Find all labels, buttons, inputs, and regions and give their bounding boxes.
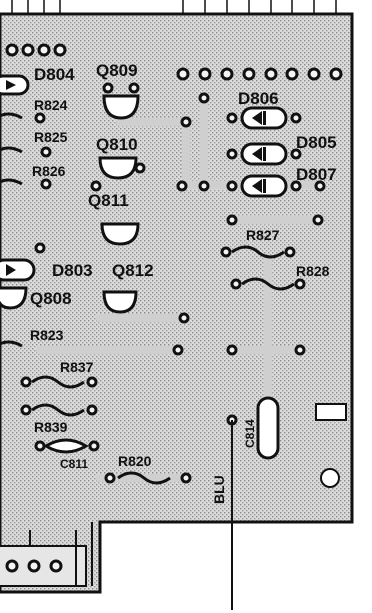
label-r824: R824: [34, 97, 68, 113]
label-c814: C814: [243, 419, 257, 448]
diode-d804-body: [0, 74, 30, 96]
label-d804: D804: [34, 65, 75, 84]
label-d806: D806: [238, 89, 279, 108]
label-r828: R828: [296, 263, 330, 279]
label-r823: R823: [30, 327, 64, 343]
label-d807: D807: [296, 165, 337, 184]
transistor-q809-body: [102, 82, 140, 120]
top-pad-row-right: [176, 67, 343, 81]
diode-d806-body: [226, 106, 302, 130]
capacitor-c814-body: [256, 396, 280, 460]
label-r839: R839: [34, 419, 68, 435]
transistor-q811-body: [100, 222, 140, 246]
label-blu: BLU: [211, 475, 227, 504]
bottom-connector: [0, 530, 87, 587]
label-q811: Q811: [88, 191, 129, 210]
diode-d805-body: [226, 142, 302, 166]
label-r820: R820: [118, 453, 152, 469]
capacitor-c811-body: [34, 438, 100, 454]
mounting-hole: [320, 468, 340, 488]
label-q808: Q808: [30, 289, 72, 308]
transistor-q810-body: [90, 156, 146, 192]
transistor-q812-body: [102, 290, 138, 314]
label-r825: R825: [34, 129, 68, 145]
label-q812: Q812: [112, 261, 154, 280]
label-r827: R827: [246, 227, 280, 243]
label-r826: R826: [32, 163, 66, 179]
resistor-r828-body: [230, 277, 306, 291]
label-d803: D803: [52, 261, 93, 280]
top-pad-row-left: [5, 43, 67, 57]
resistor-r827-body: [220, 245, 296, 259]
diode-d803-body: [0, 258, 36, 282]
label-q809: Q809: [96, 61, 138, 80]
board-slot: [315, 403, 347, 421]
top-connector-leads: [11, 0, 337, 14]
transistor-q808-body: [0, 286, 28, 310]
diode-d807-body: [226, 174, 302, 198]
label-c811: C811: [60, 457, 88, 471]
resistor-r820-body: [104, 471, 192, 485]
left-resistor-stubs: [0, 112, 23, 348]
misc-pads: [34, 92, 326, 426]
label-q810: Q810: [96, 135, 138, 154]
resistor-r837-body: [20, 375, 98, 389]
label-d805: D805: [296, 133, 337, 152]
resistor-r839-body: [20, 403, 98, 417]
label-r837: R837: [60, 359, 94, 375]
